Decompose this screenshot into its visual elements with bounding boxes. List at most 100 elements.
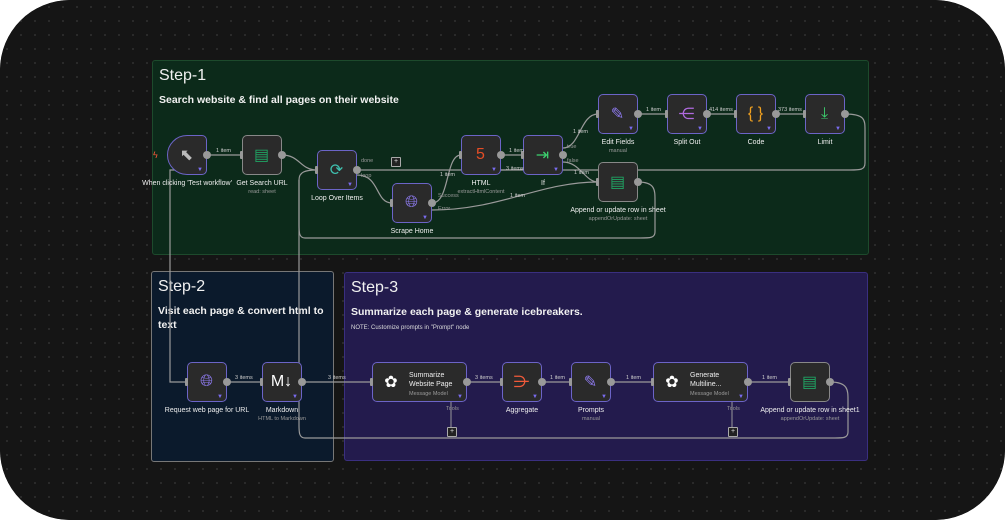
node-title: If <box>541 180 545 187</box>
google-sheets-icon: ▤ <box>253 146 270 164</box>
input-handle[interactable] <box>315 166 318 174</box>
node-aggregate[interactable]: ⋺▼ <box>502 362 542 402</box>
output-handle[interactable] <box>203 151 211 159</box>
output-handle[interactable] <box>634 178 642 186</box>
node-scrape-home[interactable]: 🌐︎▼ <box>392 183 432 223</box>
pin-icon: ▼ <box>835 126 841 132</box>
output-handle[interactable] <box>559 151 567 159</box>
input-handle[interactable] <box>521 151 524 159</box>
output-handle[interactable] <box>772 110 780 118</box>
node-loop-over-items[interactable]: ⟳▼ <box>317 150 357 190</box>
output-handle[interactable] <box>497 151 505 159</box>
input-handle[interactable] <box>240 151 243 159</box>
connection-line[interactable] <box>431 154 462 204</box>
node-label: Split Out <box>637 138 737 147</box>
pencil-icon: ✎ <box>583 373 598 391</box>
port-label: done <box>361 158 374 164</box>
input-handle[interactable] <box>260 378 263 386</box>
output-handle[interactable] <box>538 378 546 386</box>
pin-icon: ▼ <box>197 167 203 173</box>
output-handle[interactable] <box>841 110 849 118</box>
pin-icon: ▼ <box>532 394 538 400</box>
input-handle[interactable] <box>803 110 806 118</box>
port-label: loop <box>361 173 372 179</box>
output-handle[interactable] <box>826 378 834 386</box>
connection-line[interactable] <box>562 113 599 149</box>
node-edit-fields[interactable]: ✎▼ <box>598 94 638 134</box>
input-handle[interactable] <box>665 110 668 118</box>
pin-icon: ▼ <box>766 126 772 132</box>
node-label: Limit <box>775 138 875 147</box>
html5-icon: 5 <box>476 145 485 163</box>
node-generate-multiline[interactable]: ✿▼Generate Multiline...Message Model <box>653 362 748 402</box>
node-subtitle: HTML to Markdown <box>258 416 306 422</box>
node-request-web-page-for-url[interactable]: 🌐︎▼ <box>187 362 227 402</box>
node-code[interactable]: { }▼ <box>736 94 776 134</box>
pin-icon: ▼ <box>347 182 353 188</box>
input-handle[interactable] <box>734 110 737 118</box>
input-handle[interactable] <box>370 378 373 386</box>
port-label: true <box>567 144 577 150</box>
node-append-or-update-row-in-sheet1[interactable]: ▤ <box>790 362 830 402</box>
pin-icon: ▼ <box>217 394 223 400</box>
input-handle[interactable] <box>596 110 599 118</box>
node-prompts[interactable]: ✎▼ <box>571 362 611 402</box>
input-handle[interactable] <box>459 151 462 159</box>
node-title: Code <box>747 139 765 146</box>
output-handle[interactable] <box>223 378 231 386</box>
connection-line[interactable] <box>431 181 599 211</box>
output-handle[interactable] <box>634 110 642 118</box>
edge-label: 3 items <box>328 375 346 381</box>
aggregate-icon: ⋺ <box>513 373 530 391</box>
input-handle[interactable] <box>390 199 393 207</box>
globe-icon: 🌐︎ <box>405 193 418 211</box>
node-when-clicking-test-workflow[interactable]: ⬉▼ <box>167 135 207 175</box>
output-handle[interactable] <box>298 378 306 386</box>
output-handle[interactable] <box>744 378 752 386</box>
input-handle[interactable] <box>500 378 503 386</box>
port-label: Tools <box>446 406 459 412</box>
node-split-out[interactable]: ⋲▼ <box>667 94 707 134</box>
connection-line[interactable] <box>298 180 849 439</box>
connection-line[interactable] <box>298 169 656 239</box>
connection-line[interactable] <box>360 113 866 171</box>
edge-label: 1 item <box>574 170 589 176</box>
add-node-button[interactable]: + <box>447 427 457 437</box>
node-title: Edit Fields <box>601 139 635 146</box>
node-if[interactable]: ⇥▼ <box>523 135 563 175</box>
input-handle[interactable] <box>788 378 791 386</box>
output-handle[interactable] <box>428 199 436 207</box>
node-html[interactable]: 5▼ <box>461 135 501 175</box>
add-node-button[interactable]: + <box>391 157 401 167</box>
output-handle[interactable] <box>607 378 615 386</box>
node-title: Loop Over Items <box>311 195 363 202</box>
connection-line[interactable] <box>169 169 207 383</box>
openai-icon: ✿ <box>665 373 679 391</box>
output-handle[interactable] <box>278 151 286 159</box>
input-handle[interactable] <box>651 378 654 386</box>
sticky-subtitle: Search website & find all pages on their… <box>159 94 399 106</box>
input-handle[interactable] <box>569 378 572 386</box>
input-handle[interactable] <box>185 378 188 386</box>
edge-label: 1 item <box>510 193 525 199</box>
node-title: When clicking 'Test workflow' <box>142 180 232 187</box>
node-subtitle: read: sheet <box>248 189 276 195</box>
connection-line[interactable] <box>356 174 393 204</box>
add-node-button[interactable]: + <box>728 427 738 437</box>
node-markdown[interactable]: M↓▼ <box>262 362 302 402</box>
node-get-search-url[interactable]: ▤ <box>242 135 282 175</box>
output-handle[interactable] <box>703 110 711 118</box>
output-handle[interactable] <box>353 166 361 174</box>
output-handle[interactable] <box>463 378 471 386</box>
signpost-icon: ⇥ <box>535 146 550 164</box>
node-append-or-update-row-in-sheet[interactable]: ▤ <box>598 162 638 202</box>
input-handle[interactable] <box>596 178 599 186</box>
edge-label: 3 items <box>506 166 524 172</box>
connection-line[interactable] <box>281 154 318 171</box>
node-limit[interactable]: ⤓▼ <box>805 94 845 134</box>
